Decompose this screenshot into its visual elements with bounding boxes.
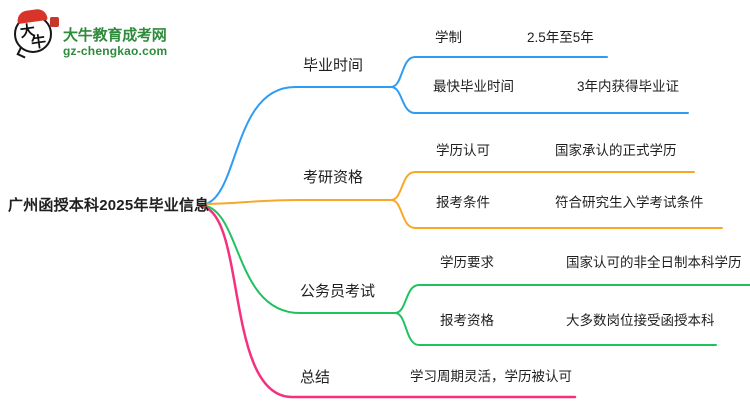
leaf-value: 2.5年至5年 [527,30,594,45]
branch-4-curve [198,204,577,399]
leaf-label: 报考条件 [436,195,490,210]
logo-seal-icon [50,17,59,27]
leaf-value: 符合研究生入学考试条件 [555,195,704,210]
branch-1-child-2-curve [390,86,689,114]
leaf-label: 学历要求 [440,255,494,270]
leaf-label: 报考资格 [440,313,494,328]
branch-node-graduation-time: 毕业时间 [303,57,364,74]
root-node: 广州函授本科2025年毕业信息 [8,197,210,214]
branch-node-civil-service-exam: 公务员考试 [300,283,376,300]
leaf-value: 国家认可的非全日制本科学历 [566,255,742,270]
logo-bubble-char: 牛 [30,33,48,52]
branch-3-child-2-curve [394,312,717,346]
site-logo: 大 牛 大牛教育成考网 gz-chengkao.com [10,7,180,59]
leaf-label: 学历认可 [436,143,490,158]
logo-site-domain: gz-chengkao.com [63,44,168,58]
branch-1-curve [199,86,392,206]
leaf-value: 3年内获得毕业证 [577,79,680,94]
branch-node-summary: 总结 [300,369,331,386]
logo-site-name: 大牛教育成考网 [63,27,167,44]
leaf-value: 国家承认的正式学历 [555,143,677,158]
branch-2-child-1-curve [390,171,695,201]
branch-2-child-2-curve [390,199,723,229]
branch-2-curve [199,199,392,205]
branch-3-child-1-curve [394,284,750,314]
branch-1-child-1-curve [390,56,608,88]
branch-node-postgrad-eligibility: 考研资格 [303,169,364,186]
branch-3-curve [199,204,396,314]
leaf-value: 大多数岗位接受函授本科 [566,313,715,328]
leaf-label: 最快毕业时间 [433,79,514,94]
leaf-label: 学习周期灵活，学历被认可 [410,369,572,384]
leaf-label: 学制 [435,30,462,45]
